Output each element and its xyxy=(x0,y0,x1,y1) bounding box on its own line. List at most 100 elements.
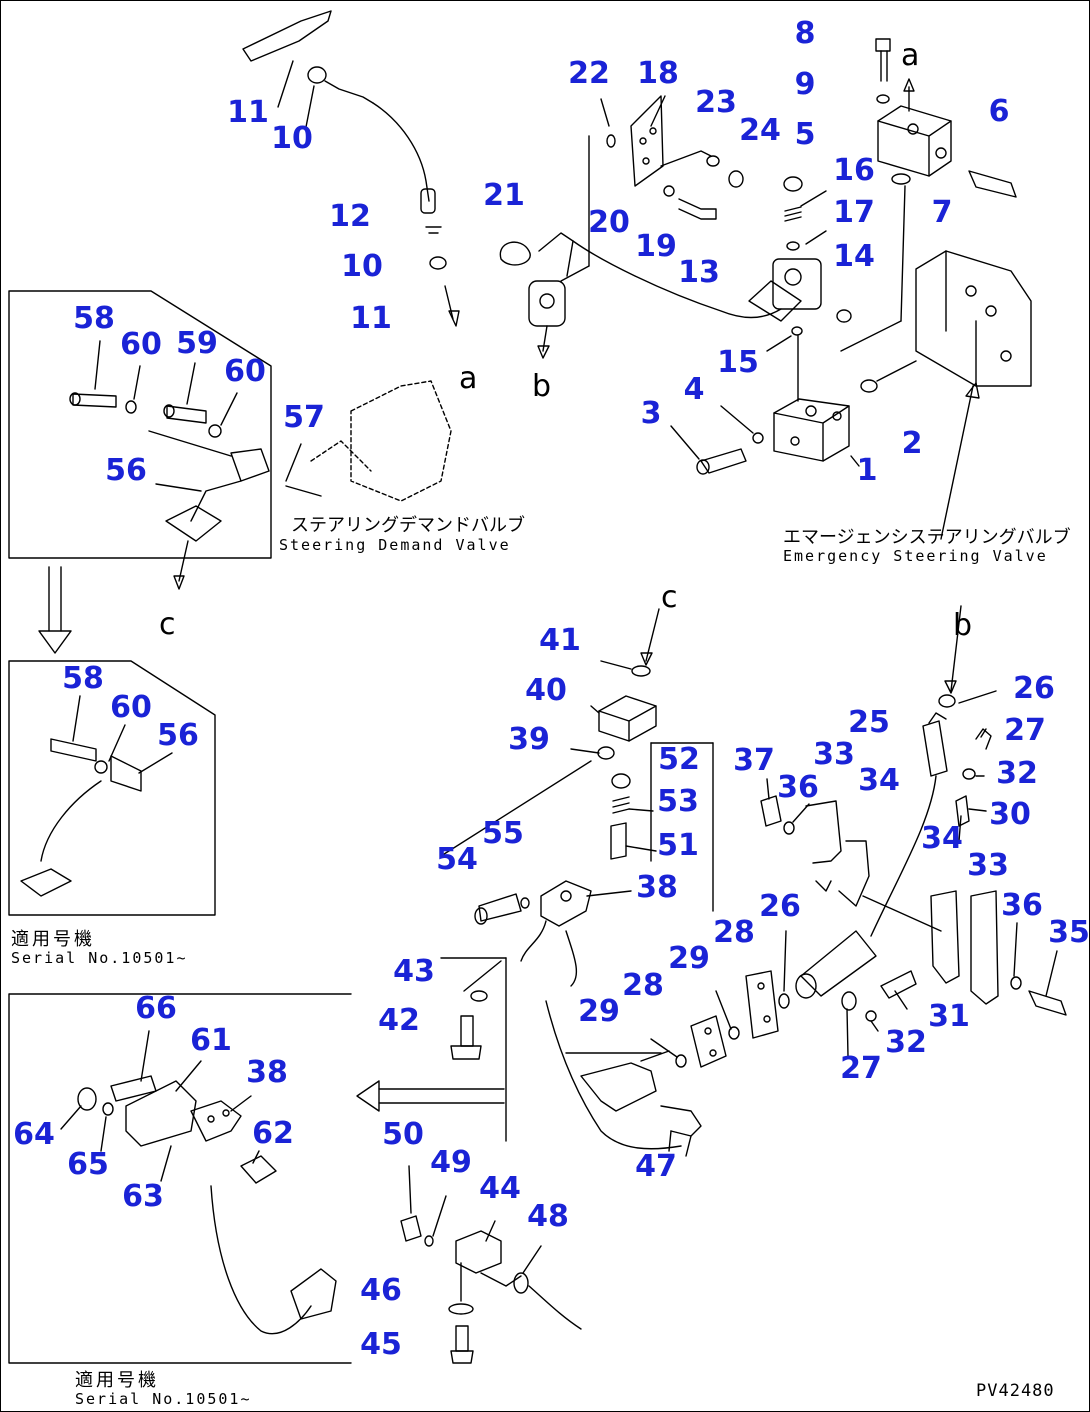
callout-36: 36 xyxy=(777,770,819,805)
callout-24: 24 xyxy=(739,113,781,148)
callout-47: 47 xyxy=(635,1149,677,1184)
callout-34: 34 xyxy=(858,763,900,798)
callout-44: 44 xyxy=(479,1171,521,1206)
callout-5: 5 xyxy=(794,117,816,152)
callout-34: 34 xyxy=(921,821,963,856)
hose-25-group xyxy=(795,605,997,999)
block-5-group xyxy=(840,38,1017,352)
callout-60: 60 xyxy=(120,327,162,362)
callout-4: 4 xyxy=(683,372,705,407)
callout-56: 56 xyxy=(157,718,199,753)
hose-13-valve xyxy=(572,240,852,402)
callout-29: 29 xyxy=(578,994,620,1029)
fitting-47-assembly xyxy=(565,1050,702,1157)
bracket-44-group xyxy=(400,1165,582,1364)
callout-31: 31 xyxy=(928,999,970,1034)
callout-8: 8 xyxy=(794,16,816,51)
transition-arrow-left xyxy=(356,1080,505,1112)
inset-middle-parts xyxy=(20,695,173,897)
callout-51: 51 xyxy=(657,828,699,863)
callout-35: 35 xyxy=(1048,915,1090,950)
callout-48: 48 xyxy=(527,1199,569,1234)
callout-62: 62 xyxy=(252,1116,294,1151)
callout-40: 40 xyxy=(525,673,567,708)
reference-letter-c: c xyxy=(159,607,176,642)
callout-52: 52 xyxy=(658,742,700,777)
reference-letter-a: a xyxy=(901,38,920,73)
callout-1: 1 xyxy=(856,453,878,488)
hose-assembly-upper xyxy=(242,10,460,327)
callout-50: 50 xyxy=(382,1117,424,1152)
callout-45: 45 xyxy=(360,1327,402,1362)
steering-demand-valve-label-jp: ステアリングデマンドバルブ xyxy=(291,515,525,536)
callout-29: 29 xyxy=(668,941,710,976)
callout-65: 65 xyxy=(67,1147,109,1182)
callout-6: 6 xyxy=(988,94,1010,129)
callout-19: 19 xyxy=(635,229,677,264)
steering-demand-valve-sketch xyxy=(285,380,452,502)
callout-26: 26 xyxy=(1013,671,1055,706)
callout-36: 36 xyxy=(1001,888,1043,923)
callout-26: 26 xyxy=(759,889,801,924)
callout-27: 27 xyxy=(1004,713,1046,748)
callout-33: 33 xyxy=(967,848,1009,883)
serial-label-jp-2: 適用号機 xyxy=(75,1370,159,1391)
inset-upper-parts xyxy=(69,340,270,590)
callout-38: 38 xyxy=(246,1055,288,1090)
plates-28-29 xyxy=(650,930,790,1068)
serial-label-jp-1: 適用号機 xyxy=(11,929,95,950)
callout-57: 57 xyxy=(283,400,325,435)
callout-13: 13 xyxy=(678,255,720,290)
emergency-steering-valve-label-en: Emergency Steering Valve xyxy=(783,547,1048,565)
callout-23: 23 xyxy=(695,85,737,120)
steering-demand-valve-label-en: Steering Demand Valve xyxy=(279,536,511,554)
fitting-21-and-b xyxy=(499,232,574,359)
block-1-group xyxy=(670,398,860,475)
serial-label-en-1: Serial No.10501~ xyxy=(11,949,188,967)
callout-25: 25 xyxy=(848,705,890,740)
callout-16: 16 xyxy=(833,153,875,188)
callout-58: 58 xyxy=(73,301,115,336)
callout-17: 17 xyxy=(833,195,875,230)
callout-11: 11 xyxy=(350,301,392,336)
block-40-group xyxy=(440,608,660,857)
callout-60: 60 xyxy=(110,690,152,725)
callout-11: 11 xyxy=(227,95,269,130)
callout-43: 43 xyxy=(393,954,435,989)
callout-28: 28 xyxy=(713,915,755,950)
callout-58: 58 xyxy=(62,661,104,696)
callout-32: 32 xyxy=(996,756,1038,791)
callout-28: 28 xyxy=(622,968,664,1003)
callout-14: 14 xyxy=(833,239,875,274)
inset-frame-upper-left xyxy=(8,290,272,559)
valve-38-assembly xyxy=(440,880,682,1150)
reference-letter-c: c xyxy=(661,580,678,615)
bolt-42-43 xyxy=(450,990,488,1060)
callout-15: 15 xyxy=(717,345,759,380)
emergency-steering-valve-body xyxy=(860,250,1032,540)
callout-53: 53 xyxy=(657,784,699,819)
callout-64: 64 xyxy=(13,1117,55,1152)
callout-66: 66 xyxy=(135,991,177,1026)
callout-49: 49 xyxy=(430,1145,472,1180)
callout-32: 32 xyxy=(885,1025,927,1060)
inset-lower-parts xyxy=(60,1030,337,1335)
callout-33: 33 xyxy=(813,737,855,772)
callout-60: 60 xyxy=(224,354,266,389)
callout-27: 27 xyxy=(840,1051,882,1086)
callout-56: 56 xyxy=(105,453,147,488)
callout-61: 61 xyxy=(190,1023,232,1058)
callout-20: 20 xyxy=(588,205,630,240)
reference-letter-b: b xyxy=(953,608,973,643)
callout-38: 38 xyxy=(636,870,678,905)
callout-7: 7 xyxy=(931,195,953,230)
callout-37: 37 xyxy=(733,743,775,778)
callout-42: 42 xyxy=(378,1003,420,1038)
clamps-33-34-36-37 xyxy=(760,778,1067,1057)
callout-10: 10 xyxy=(271,121,313,156)
spring-16-17 xyxy=(783,176,827,251)
inset-frame-lower-left xyxy=(8,993,352,1364)
callout-2: 2 xyxy=(901,426,923,461)
